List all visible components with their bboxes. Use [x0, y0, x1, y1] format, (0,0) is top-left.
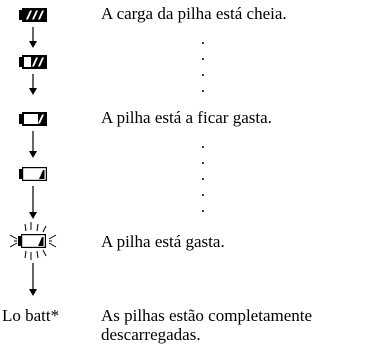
battery-low-icon [19, 167, 47, 182]
down-arrow-icon [29, 27, 37, 48]
down-arrow-icon [29, 263, 37, 296]
battery-empty-flashing-icon [9, 222, 57, 260]
down-arrow-icon [29, 131, 37, 158]
down-arrow-icon [29, 186, 37, 219]
down-arrow-icon [29, 74, 37, 95]
lo-batt-text-line2: descarregadas. [101, 325, 201, 344]
battery-full-icon [19, 8, 47, 22]
lo-batt-text-line1: As pilhas estão completamente [101, 306, 313, 325]
battery-two-thirds-icon [19, 55, 47, 69]
battery-half-icon [19, 112, 47, 126]
state-full-text: A carga da pilha está cheia. [101, 4, 287, 23]
state-empty-text: A pilha está gasta. [101, 232, 225, 251]
lo-batt-label: Lo batt* [2, 306, 60, 325]
state-half-text: A pilha está a ficar gasta. [101, 108, 272, 127]
